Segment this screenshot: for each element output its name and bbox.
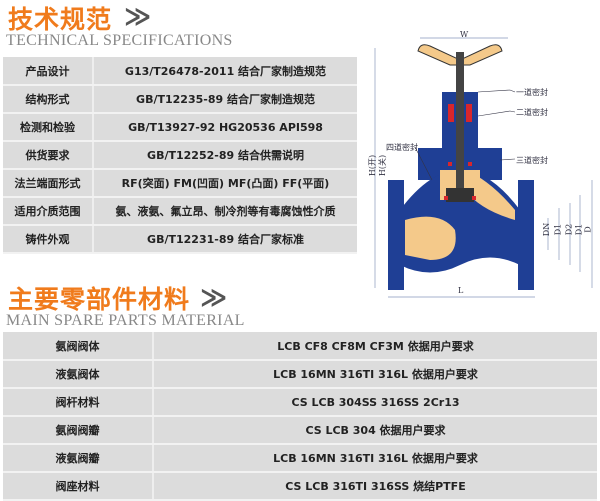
seal4-label: 四道密封: [386, 143, 418, 152]
seal3-label: 三道密封: [516, 156, 548, 165]
d-label: D: [583, 226, 593, 233]
chevron-right-icon: ≫: [200, 283, 227, 313]
row-value: G13/T26478-2011 结合厂家制造规范: [93, 57, 357, 86]
handwheel: [417, 44, 503, 66]
specs-title-cn: 技术规范: [8, 5, 113, 34]
row-label: 铸件外观: [3, 225, 94, 254]
d1-label: D1: [553, 223, 563, 236]
dimension-lines: [374, 37, 593, 298]
h-close-label: H(关): [378, 154, 388, 177]
dn-label: DN: [542, 222, 552, 237]
row-label: 法兰端面形式: [3, 169, 94, 198]
w-label: W: [460, 30, 469, 39]
left-flange: [388, 180, 404, 290]
row-value: CS LCB 304 依据用户要求: [153, 416, 597, 445]
row-label: 阀杆材料: [3, 388, 154, 417]
row-label: 阀座材料: [3, 472, 154, 501]
seal1-label: 一道密封: [516, 88, 548, 97]
row-value: CS LCB 304SS 316SS 2Cr13: [153, 388, 597, 417]
row-value: CS LCB 316TI 316SS 烧结PTFE: [153, 472, 597, 501]
row-value: LCB CF8 CF8M CF3M 依据用户要求: [153, 332, 597, 361]
row-label: 检测和检验: [3, 113, 94, 142]
row-label: 供货要求: [3, 141, 94, 170]
row-value: 氨、液氨、氟立昂、制冷剂等有毒腐蚀性介质: [93, 197, 357, 226]
seals: [444, 104, 476, 200]
row-value: GB/T12235-89 结合厂家制造规范: [93, 85, 357, 114]
right-flange: [518, 180, 534, 290]
row-value: LCB 16MN 316TI 316L 依据用户要求: [153, 360, 597, 389]
d2-label: D2: [564, 223, 574, 236]
row-value: GB/T12252-89 结合供需说明: [93, 141, 357, 170]
row-value: LCB 16MN 316TI 316L 依据用户要求: [153, 444, 597, 473]
chevron-right-icon: ≫: [124, 2, 151, 32]
row-label: 结构形式: [3, 85, 94, 114]
row-value: GB/T12231-89 结合厂家标准: [93, 225, 357, 254]
row-value: GB/T13927-92 HG20536 API598: [93, 113, 357, 142]
row-label: 液氨阀体: [3, 360, 154, 389]
specs-title-en: TECHNICAL SPECIFICATIONS: [6, 32, 233, 49]
materials-title-cn: 主要零部件材料: [8, 285, 191, 314]
row-label: 氨阀阀瓣: [3, 416, 154, 445]
row-label: 适用介质范围: [3, 197, 94, 226]
materials-title-en: MAIN SPARE PARTS MATERIAL: [6, 312, 245, 329]
seal2-label: 二道密封: [516, 108, 548, 117]
l-label: L: [458, 286, 464, 295]
stem: [456, 52, 464, 202]
table-row: 适用介质范围氨、液氨、氟立昂、制冷剂等有毒腐蚀性介质: [3, 197, 357, 226]
d3-label: D1: [574, 223, 584, 236]
row-label: 液氨阀瓣: [3, 444, 154, 473]
valve-diagram: [374, 37, 593, 298]
row-value: RF(突面) FM(凹面) MF(凸面) FF(平面): [93, 169, 357, 198]
row-label: 产品设计: [3, 57, 94, 86]
disc: [446, 188, 474, 202]
row-label: 氨阀阀体: [3, 332, 154, 361]
